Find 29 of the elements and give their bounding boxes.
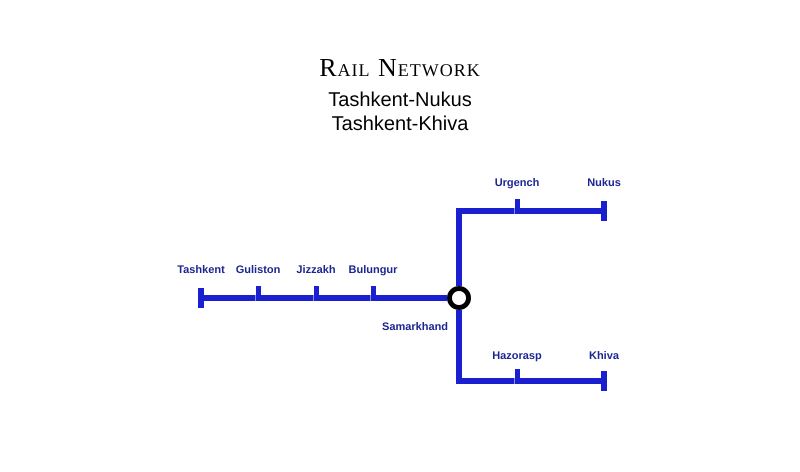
station-marker (514, 369, 520, 384)
station-name: Nukus (587, 177, 621, 189)
station-name: Bulungur (348, 264, 398, 276)
station-name: Hazorasp (492, 350, 542, 362)
route-subtitle: Tashkent-Khiva (330, 112, 470, 136)
rail-line (204, 295, 256, 301)
rail-line (520, 378, 601, 384)
station-marker (601, 371, 607, 391)
diagram-title: Rail Network (318, 54, 482, 82)
route-subtitle: Tashkent-Nukus (327, 88, 473, 112)
station-name: Tashkent (177, 264, 225, 276)
station-name: Guliston (236, 264, 280, 276)
station-name: Urgench (494, 177, 540, 189)
station-marker (256, 286, 260, 301)
station-marker (314, 286, 318, 301)
station-name: Jizzakh (296, 264, 336, 276)
interchange-station-circle (447, 286, 471, 310)
rail-line (456, 310, 514, 384)
rail-line (376, 295, 447, 301)
station-marker (370, 286, 376, 301)
rail-line (456, 208, 514, 286)
rail-line (520, 208, 601, 214)
rail-line (260, 295, 314, 301)
station-marker (601, 201, 607, 221)
station-marker (514, 199, 520, 214)
station-name: Khiva (589, 350, 619, 362)
station-name: Samarkhand (382, 321, 448, 333)
station-marker (198, 288, 204, 308)
rail-line (318, 295, 370, 301)
